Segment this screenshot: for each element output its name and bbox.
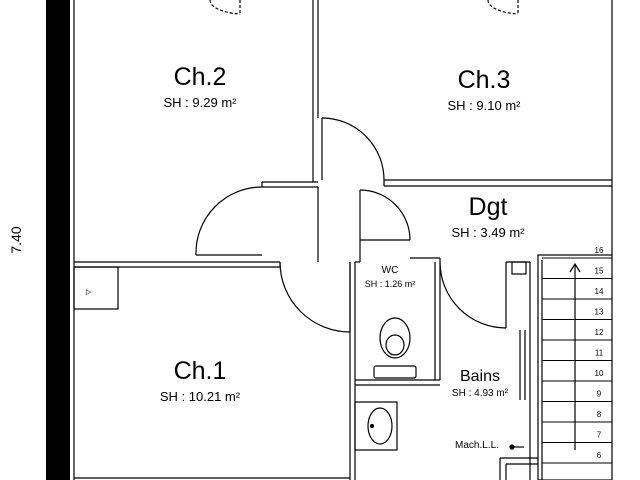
room-name: Dgt [468,193,508,221]
room-name: WC [381,265,399,276]
room-ch1: Ch.1 SH : 10.21 m² [110,357,290,405]
toilet-bowl [385,334,405,356]
room-ch3: Ch.3 SH : 9.10 m² [394,66,574,114]
room-area: SH : 9.29 m² [163,95,237,110]
room-area: SH : 9.10 m² [447,98,521,113]
stair-step-number: 16 [595,246,604,255]
staircase [537,254,613,480]
room-bains: Bains SH : 4.93 m² [420,368,540,400]
door-swing [321,117,385,181]
room-name: Ch.1 [173,357,227,385]
stair-step-number: 9 [597,390,602,399]
stair-step-number: 7 [597,431,602,440]
door-swing [439,261,507,329]
room-dgt: Dgt SH : 3.49 m² [398,193,578,241]
door-swing [359,189,411,241]
room-wc: WC SH : 1.26 m² [350,265,430,290]
stair-step-number: 8 [597,410,602,419]
closet [73,266,119,310]
room-area: SH : 10.21 m² [159,389,241,404]
toilet-tank [373,365,417,379]
toilet-bowl [379,317,411,359]
stair-step-number: 6 [597,451,602,460]
stair-step-number: 11 [595,349,604,358]
stair-step-number: 13 [595,308,604,317]
sink-bowl [367,407,393,445]
door-swing [279,261,351,333]
stair-step-number: 10 [595,369,604,378]
stair-step-number: 12 [595,328,604,337]
room-area: SH : 1.26 m² [364,279,416,289]
room-area: SH : 4.93 m² [451,388,509,399]
room-name: Ch.3 [457,66,511,94]
room-name: Bains [459,368,501,385]
svg-text:▷: ▷ [86,289,92,296]
room-area: SH : 3.49 m² [451,225,525,240]
stair-step-number: 14 [595,287,604,296]
door-swing [209,0,241,15]
outer-wall-left [46,0,70,480]
stair-step-number: 15 [595,267,604,276]
room-name: Ch.2 [173,63,227,91]
sink [354,401,398,451]
room-ch2: Ch.2 SH : 9.29 m² [110,63,290,111]
door-swing [195,186,263,256]
door-swing [487,0,519,15]
appliance-label: Mach.L.L. [455,440,499,451]
dimension-label: 7.40 [8,226,24,254]
wall-end [511,261,527,275]
